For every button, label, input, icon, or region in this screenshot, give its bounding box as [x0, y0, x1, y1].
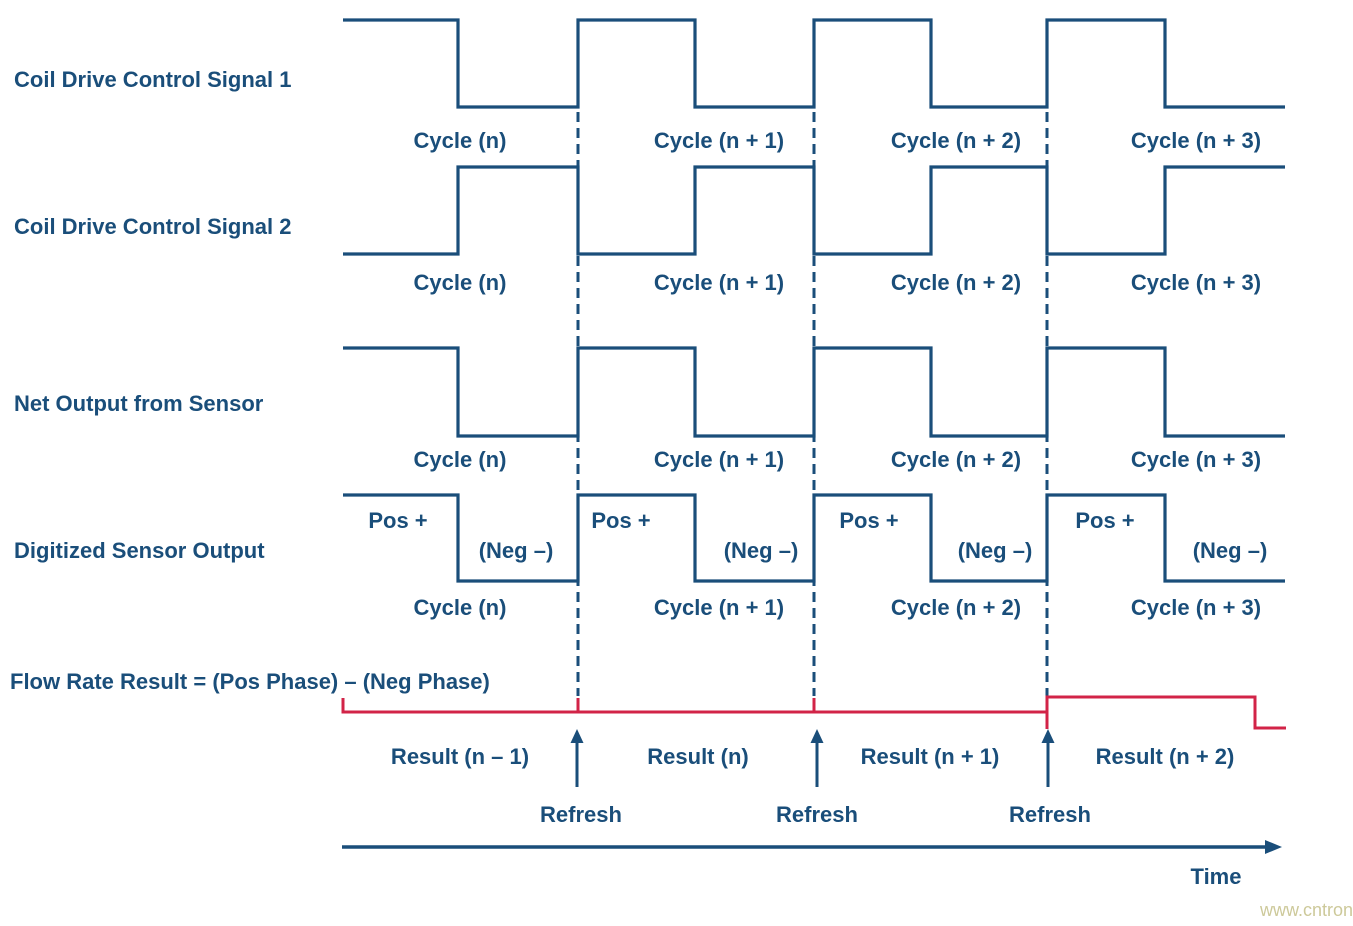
time-axis-arrow-head-icon — [1265, 840, 1282, 854]
row-label-digitized-sensor-output: Digitized Sensor Output — [14, 538, 265, 563]
refresh-arrow-head-icon — [1041, 729, 1055, 743]
time-axis-label: Time — [1190, 864, 1242, 889]
cycle-label: Cycle (n) — [413, 595, 507, 620]
cycle-label: Cycle (n + 1) — [653, 128, 785, 153]
pos-phase-label: Pos + — [591, 508, 651, 533]
cycle-label: Cycle (n + 3) — [1130, 270, 1262, 295]
refresh-arrow-head-icon — [570, 729, 584, 743]
flow-rate-result-trace — [341, 695, 1286, 730]
cycle-label: Cycle (n + 3) — [1130, 447, 1262, 472]
neg-phase-label: (Neg –) — [478, 538, 554, 563]
cycle-label: Cycle (n + 2) — [890, 270, 1022, 295]
row-label-net-output-from-sensor: Net Output from Sensor — [14, 391, 264, 416]
row-label-coil-drive-signal-1: Coil Drive Control Signal 1 — [14, 67, 292, 92]
cycle-label: Cycle (n + 3) — [1130, 595, 1262, 620]
result-label: Result (n + 2) — [1095, 744, 1235, 769]
refresh-arrow-head-icon — [810, 729, 824, 743]
cycle-label: Cycle (n) — [413, 447, 507, 472]
pos-phase-label: Pos + — [368, 508, 428, 533]
waveform-row-1 — [343, 18, 1285, 109]
flow-rate-formula-label: Flow Rate Result = (Pos Phase) – (Neg Ph… — [10, 669, 490, 694]
waveform-row-2 — [343, 165, 1285, 256]
pos-phase-label: Pos + — [839, 508, 899, 533]
refresh-label: Refresh — [776, 802, 858, 827]
result-label: Result (n + 1) — [860, 744, 1000, 769]
refresh-label: Refresh — [540, 802, 622, 827]
result-label: Result (n – 1) — [390, 744, 530, 769]
neg-phase-label: (Neg –) — [723, 538, 799, 563]
row-label-coil-drive-signal-2: Coil Drive Control Signal 2 — [14, 214, 292, 239]
neg-phase-label: (Neg –) — [1192, 538, 1268, 563]
neg-phase-label: (Neg –) — [957, 538, 1033, 563]
cycle-label: Cycle (n + 1) — [653, 270, 785, 295]
waveform-row-3 — [343, 346, 1285, 438]
cycle-label: Cycle (n + 2) — [890, 447, 1022, 472]
cycle-label: Cycle (n + 1) — [653, 447, 785, 472]
refresh-label: Refresh — [1009, 802, 1091, 827]
watermark-text: www.cntronics.com — [1259, 900, 1353, 920]
cycle-label: Cycle (n + 1) — [653, 595, 785, 620]
cycle-label: Cycle (n + 2) — [890, 595, 1022, 620]
pos-phase-label: Pos + — [1075, 508, 1135, 533]
cycle-label: Cycle (n + 3) — [1130, 128, 1262, 153]
result-label: Result (n) — [647, 744, 749, 769]
waveform-row-4 — [343, 493, 1285, 583]
cycle-label: Cycle (n) — [413, 128, 507, 153]
cycle-label: Cycle (n + 2) — [890, 128, 1022, 153]
cycle-label: Cycle (n) — [413, 270, 507, 295]
